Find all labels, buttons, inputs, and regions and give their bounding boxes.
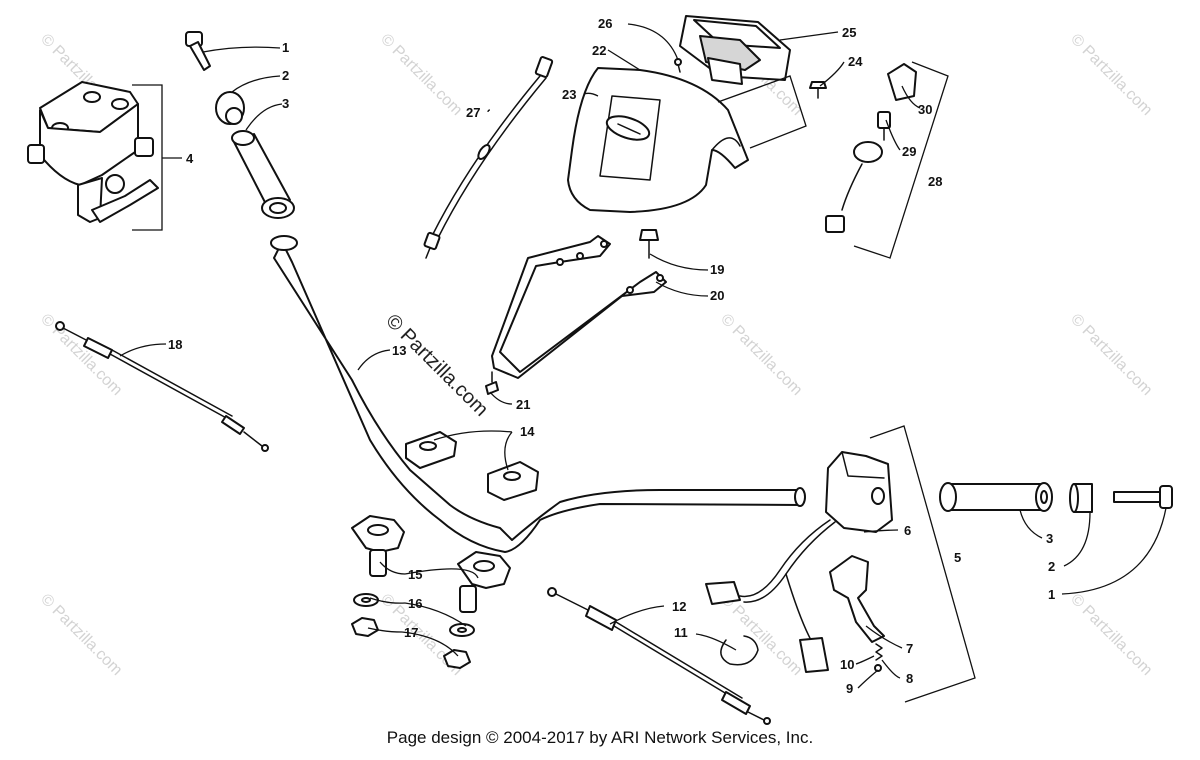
callout-22: 22 [592,43,606,58]
callout-16: 16 [408,596,422,611]
callout-29: 29 [902,144,916,159]
wiring-harness-part [705,519,836,673]
callout-28: 28 [928,174,942,189]
callout-18: 18 [168,337,182,352]
callout-7: 7 [906,641,913,656]
riser-part [351,515,511,613]
screw-part [674,58,682,73]
callout-19: 19 [710,262,724,277]
callout-labels: 1 2 3 4 18 13 14 15 16 17 21 19 20 27 23… [168,16,1055,696]
washer-part [353,593,475,637]
callout-4: 4 [186,151,194,166]
instrument-housing-part [567,67,749,213]
spring-part [874,643,883,672]
callout-17: 17 [404,625,418,640]
callout-8: 8 [906,671,913,686]
clip-part [720,635,759,666]
callout-12: 12 [672,599,686,614]
bolt-part [1113,485,1173,509]
grip-part [231,130,295,219]
callout-6: 6 [904,523,911,538]
watermark: © Partzilla.com [37,591,125,679]
callout-23: 23 [562,87,576,102]
callout-27: 27 [466,105,480,120]
callout-26: 26 [598,16,612,31]
bolt-part [185,31,211,71]
callout-10: 10 [840,657,854,672]
nut-part [351,617,471,669]
callout-25: 25 [842,25,856,40]
lever-part [829,555,885,643]
callout-5: 5 [954,550,961,565]
cable-part [423,56,554,259]
callout-15: 15 [408,567,422,582]
callout-13: 13 [392,343,406,358]
callout-11: 11 [674,625,688,640]
callout-2: 2 [282,68,289,83]
callout-9: 9 [846,681,853,696]
watermark: © Partzilla.com [377,31,465,119]
callout-2: 2 [1048,559,1055,574]
leader-lines [119,23,1167,689]
grip-part [939,482,1053,512]
callout-3: 3 [1046,531,1053,546]
callout-24: 24 [848,54,863,69]
watermark: © Partzilla.com [1067,311,1155,399]
switch-part [825,63,917,233]
cable-part [55,321,269,452]
handlebar-part [270,235,806,553]
callout-30: 30 [918,102,932,117]
watermark: © Partzilla.com [717,591,805,679]
end-weight-part [215,91,245,125]
screw-part [809,81,827,99]
callout-1: 1 [1048,587,1055,602]
screw-part [485,371,499,395]
callout-20: 20 [710,288,724,303]
center-watermark: © Partzilla.com [381,310,492,421]
switch-housing-part [825,451,893,533]
callout-1: 1 [282,40,289,55]
watermark: © Partzilla.com [1067,31,1155,119]
bracket-part [491,235,667,379]
cable-part [547,587,771,725]
watermark: © Partzilla.com [1067,591,1155,679]
end-weight-part [1069,483,1093,513]
callout-3: 3 [282,96,289,111]
callout-14: 14 [520,424,535,439]
callout-21: 21 [516,397,530,412]
clamp-part [405,431,539,501]
watermark: © Partzilla.com [717,311,805,399]
copyright-footer: Page design © 2004-2017 by ARI Network S… [386,728,814,747]
gauge-part [679,15,791,85]
throttle-housing-part [27,81,159,223]
bolt-part [639,229,659,259]
